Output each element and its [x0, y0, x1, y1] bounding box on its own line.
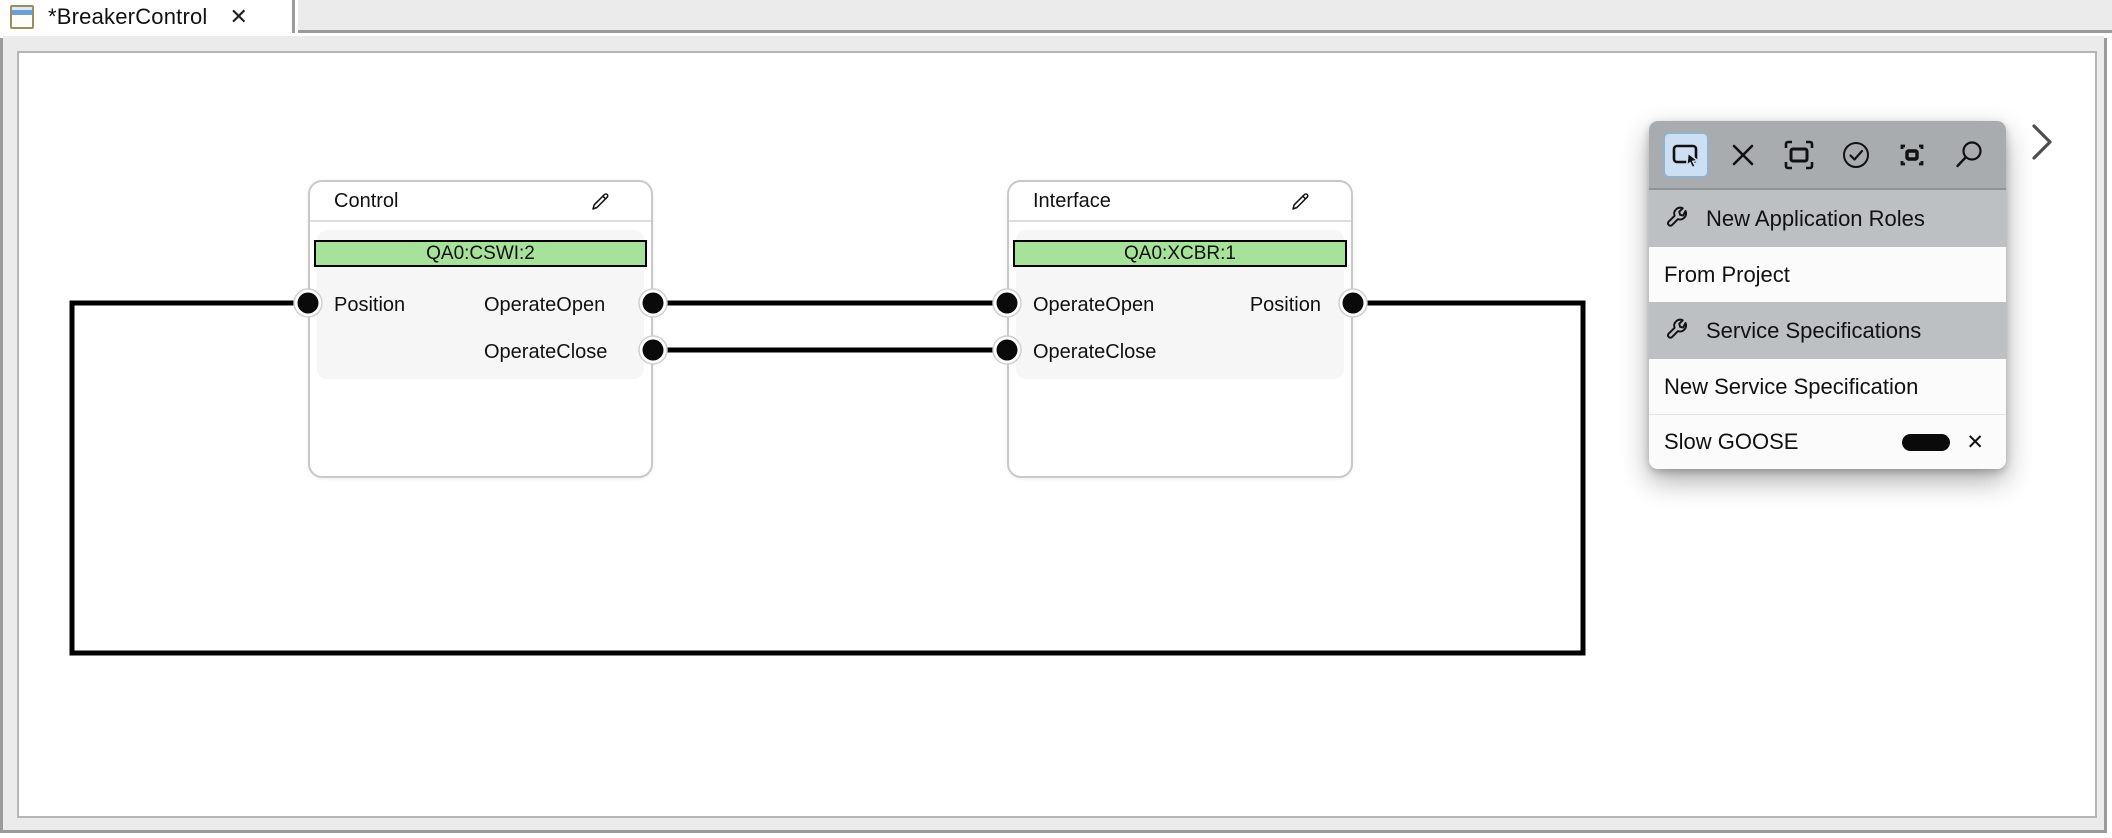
palette-item-new-service-specification[interactable]: New Service Specification — [1649, 359, 2006, 414]
validate-check-icon[interactable] — [1833, 132, 1879, 178]
tab-bar: *BreakerControl ✕ — [0, 0, 2112, 33]
function-block-interface[interactable]: Interface QA0:XCBR:1 OperateOpen Operate… — [1007, 180, 1353, 478]
port-label-position: Position — [1249, 294, 1321, 316]
port-label-position: Position — [334, 294, 406, 316]
palette-item-label: From Project — [1664, 261, 1790, 287]
port-label-operateopen: OperateOpen — [1033, 294, 1155, 316]
remove-icon[interactable]: ✕ — [1966, 430, 1984, 454]
tab-breakercontrol[interactable]: *BreakerControl ✕ — [0, 0, 295, 33]
block-title: Interface — [1033, 189, 1111, 212]
tab-title: *BreakerControl — [48, 3, 208, 29]
block-title: Control — [334, 189, 399, 212]
port-label-operateclose: OperateClose — [484, 341, 608, 363]
palette-item-slow-goose[interactable]: Slow GOOSE ✕ — [1649, 414, 2006, 469]
select-tool-icon[interactable] — [1663, 131, 1709, 178]
logical-node-badge[interactable]: QA0:XCBR:1 — [1013, 240, 1347, 267]
tab-bar-empty-area — [298, 0, 2112, 33]
block-header: Control — [310, 182, 651, 222]
window-border-bottom — [0, 830, 2107, 833]
search-icon[interactable] — [1946, 132, 1992, 178]
palette-item-label: Service Specifications — [1706, 317, 1922, 343]
palette-item-label: Slow GOOSE — [1664, 429, 1799, 454]
palette-item-service-specifications[interactable]: Service Specifications — [1649, 302, 2006, 359]
wrench-icon — [1667, 318, 1687, 339]
line-style-preview — [1902, 433, 1951, 451]
palette-item-from-project[interactable]: From Project — [1649, 247, 2006, 302]
palette-item-label: New Application Roles — [1706, 205, 1925, 231]
wrench-icon — [1667, 206, 1687, 227]
logical-node-badge[interactable]: QA0:CSWI:2 — [314, 240, 647, 267]
zoom-selection-icon[interactable] — [1889, 132, 1935, 178]
palette-drawer-chevron-icon[interactable] — [2022, 118, 2062, 166]
tool-palette: New Application Roles From Project Servi… — [1649, 121, 2006, 469]
window-border-right — [2104, 38, 2107, 830]
zoom-fit-icon[interactable] — [1776, 132, 1822, 178]
tab-close-icon[interactable]: ✕ — [229, 4, 248, 29]
editor-window-icon — [10, 4, 34, 29]
palette-toolbar — [1649, 121, 2006, 190]
palette-item-label: New Service Specification — [1664, 373, 1919, 399]
delete-tool-icon[interactable] — [1720, 132, 1766, 178]
palette-item-new-application-roles[interactable]: New Application Roles — [1649, 190, 2006, 247]
edit-pencil-icon[interactable] — [589, 191, 611, 213]
edit-pencil-icon[interactable] — [1289, 191, 1311, 213]
function-block-control[interactable]: Control QA0:CSWI:2 Position OperateOpen … — [308, 180, 653, 478]
port-label-operateclose: OperateClose — [1033, 341, 1157, 363]
block-header: Interface — [1009, 182, 1351, 222]
window-border-left — [0, 38, 3, 830]
port-label-operateopen: OperateOpen — [484, 294, 606, 316]
